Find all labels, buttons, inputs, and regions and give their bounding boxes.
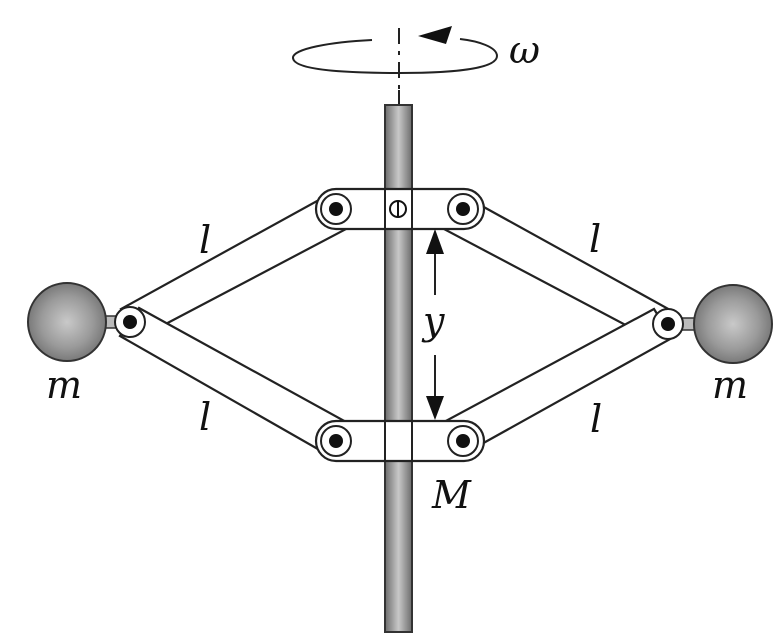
rotation-indicator: [292, 26, 499, 108]
y-arrow-up: [426, 229, 444, 254]
length-label-upper-left: l: [199, 218, 211, 262]
pivot-pins: [320, 193, 479, 457]
arm-lower-left: [118, 306, 350, 462]
y-arrow-down: [426, 396, 444, 420]
sleeve-mass-label: M: [431, 473, 472, 517]
lower-collar: [314, 419, 486, 463]
length-label-lower-left: l: [199, 395, 211, 439]
collar-screw-icon: [389, 200, 407, 218]
y-label: y: [421, 299, 445, 343]
upper-collar: [314, 187, 486, 231]
pin-lower-left: [320, 425, 352, 457]
y-dimension: [426, 229, 444, 420]
length-label-upper-right: l: [589, 217, 601, 261]
central-shaft: [384, 104, 413, 633]
rotation-ellipse: [292, 38, 499, 75]
length-label-lower-right: l: [590, 397, 602, 441]
omega-label: ω: [509, 28, 540, 72]
left-mass: [27, 282, 146, 362]
left-ball: [27, 282, 107, 362]
pin-lower-right: [447, 425, 479, 457]
linkage-arms: [118, 188, 674, 462]
mass-label-left: m: [46, 363, 82, 407]
right-ball: [693, 284, 773, 364]
rotation-arrowhead: [418, 26, 452, 44]
pin-upper-left: [320, 193, 352, 225]
mass-label-right: m: [712, 363, 748, 407]
right-mass: [652, 284, 773, 364]
pin-upper-right: [447, 193, 479, 225]
